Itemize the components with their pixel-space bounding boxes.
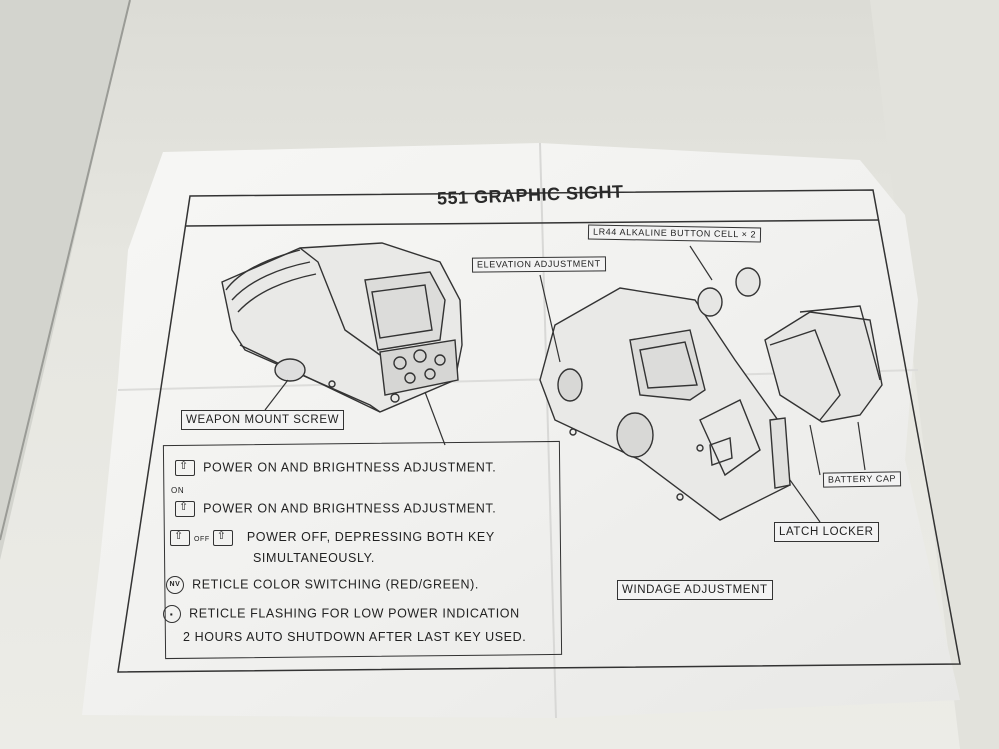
down-key-icon (175, 500, 195, 517)
instruction-row-3: OFF POWER OFF, DEPRESSING BOTH KEY (170, 529, 495, 547)
instruction-text-4: SIMULTANEOUSLY. (253, 551, 375, 565)
instruction-row-5: NV RETICLE COLOR SWITCHING (RED/GREEN). (166, 576, 479, 594)
label-windage: WINDAGE ADJUSTMENT (617, 580, 773, 600)
label-battery-cell: LR44 ALKALINE BUTTON CELL × 2 (587, 224, 762, 243)
off-mark: OFF (194, 536, 210, 544)
instruction-text-6: RETICLE FLASHING FOR LOW POWER INDICATIO… (189, 606, 520, 621)
instruction-text-2: POWER ON AND BRIGHTNESS ADJUSTMENT. (203, 501, 497, 516)
on-mark: ON (171, 486, 185, 495)
dot-icon (163, 605, 181, 623)
manual-title: 551 GRAPHIC SIGHT (436, 181, 624, 209)
label-elevation: ELEVATION ADJUSTMENT (471, 256, 606, 273)
nv-icon: NV (166, 576, 184, 594)
label-battery-cap: BATTERY CAP (822, 471, 902, 488)
label-weapon-mount: WEAPON MOUNT SCREW (181, 410, 345, 430)
instruction-text-5: RETICLE COLOR SWITCHING (RED/GREEN). (192, 577, 479, 592)
up-key-icon (175, 459, 195, 476)
sight-drawing-left (221, 242, 463, 413)
instruction-row-6: RETICLE FLASHING FOR LOW POWER INDICATIO… (163, 605, 520, 623)
instruction-row-1: POWER ON AND BRIGHTNESS ADJUSTMENT. (175, 459, 497, 476)
instruction-text-7: 2 HOURS AUTO SHUTDOWN AFTER LAST KEY USE… (183, 630, 527, 644)
label-latch-locker: LATCH LOCKER (774, 522, 879, 542)
up-key-icon (212, 529, 233, 546)
instruction-text-1: POWER ON AND BRIGHTNESS ADJUSTMENT. (203, 460, 497, 475)
instruction-text-3: POWER OFF, DEPRESSING BOTH KEY (246, 530, 495, 545)
instruction-row-2: POWER ON AND BRIGHTNESS ADJUSTMENT. (175, 500, 497, 517)
down-key-icon (170, 529, 190, 546)
